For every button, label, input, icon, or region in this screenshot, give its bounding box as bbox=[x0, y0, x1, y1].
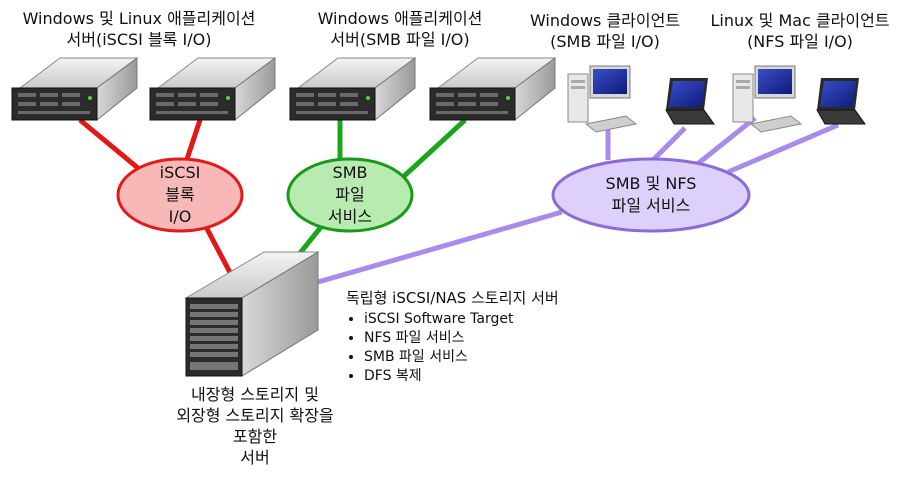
storage-feature-item: SMB 파일 서비스 bbox=[364, 348, 559, 367]
storage-feature-item: NFS 파일 서비스 bbox=[364, 329, 559, 348]
storage-label-line: 외장형 스토리지 확장을 bbox=[176, 406, 334, 425]
rack-server-4 bbox=[429, 57, 557, 122]
link-lines bbox=[78, 116, 839, 285]
group-label-line: Windows 애플리케이션 bbox=[317, 9, 483, 28]
nfs-link-client-3 bbox=[693, 116, 757, 168]
hub-label-line: 서비스 bbox=[327, 207, 373, 226]
group-label-linux-mac-clients: Linux 및 Mac 클라이언트 (NFS 파일 I/O) bbox=[697, 10, 903, 52]
nfs-link-storage bbox=[317, 209, 563, 285]
iscsi-hub-label: iSCSI 블록 I/O bbox=[130, 162, 230, 228]
group-label-line: 서버(SMB 파일 I/O) bbox=[330, 30, 470, 49]
iscsi-hub-ellipse bbox=[116, 157, 244, 233]
laptop-client-2 bbox=[816, 78, 866, 125]
group-label-win-linux-servers: Windows 및 Linux 애플리케이션 서버(iSCSI 블록 I/O) bbox=[4, 8, 274, 50]
group-label-line: Windows 및 Linux 애플리케이션 bbox=[22, 9, 256, 28]
group-label-win-app-servers: Windows 애플리케이션 서버(SMB 파일 I/O) bbox=[312, 8, 488, 50]
iscsi-link-server-2 bbox=[182, 119, 203, 166]
laptop-client-1 bbox=[665, 78, 715, 125]
smb-nfs-hub-ellipse bbox=[551, 157, 751, 233]
group-label-line: 서버(iSCSI 블록 I/O) bbox=[66, 30, 212, 49]
rack-server-1 bbox=[11, 57, 139, 122]
desktop-client-1 bbox=[567, 65, 638, 133]
hub-label-line: 블록 bbox=[165, 185, 195, 204]
group-label-line: (NFS 파일 I/O) bbox=[747, 32, 853, 51]
hub-label-line: iSCSI bbox=[159, 163, 201, 182]
group-label-line: Linux 및 Mac 클라이언트 bbox=[710, 11, 890, 30]
hub-label-line: I/O bbox=[168, 207, 192, 226]
storage-feature-item: DFS 복제 bbox=[364, 367, 559, 386]
rack-server-2 bbox=[149, 57, 277, 122]
smb-nfs-hub-label: SMB 및 NFS 파일 서비스 bbox=[571, 173, 731, 217]
group-label-line: (SMB 파일 I/O) bbox=[550, 32, 660, 51]
storage-feature-list: iSCSI Software Target NFS 파일 서비스 SMB 파일 … bbox=[346, 310, 559, 386]
storage-server-label: 내장형 스토리지 및 외장형 스토리지 확장을 포함한 서버 bbox=[140, 384, 370, 468]
storage-label-line: 내장형 스토리지 및 bbox=[191, 385, 319, 404]
smb-hub-ellipse bbox=[286, 157, 414, 233]
desktop-client-2 bbox=[732, 65, 803, 133]
group-label-line: Windows 클라이언트 bbox=[529, 11, 681, 30]
nfs-link-client-4 bbox=[727, 122, 839, 175]
storage-description: 독립형 iSCSI/NAS 스토리지 서버 iSCSI Software Tar… bbox=[346, 289, 559, 386]
smb-hub-label: SMB 파일 서비스 bbox=[300, 162, 400, 228]
storage-label-line: 포함한 bbox=[232, 427, 278, 446]
hub-label-line: 파일 bbox=[335, 185, 365, 204]
hub-label-line: SMB 및 NFS bbox=[605, 174, 697, 193]
storage-label-line: 서버 bbox=[240, 448, 270, 467]
hub-label-line: SMB bbox=[332, 163, 368, 182]
nfs-link-client-2 bbox=[648, 126, 687, 165]
hub-label-line: 파일 서비스 bbox=[611, 196, 691, 215]
smb-link-server-2 bbox=[400, 118, 467, 180]
storage-server bbox=[184, 251, 320, 377]
storage-title: 독립형 iSCSI/NAS 스토리지 서버 bbox=[346, 289, 559, 307]
rack-server-3 bbox=[289, 57, 417, 122]
group-label-win-clients: Windows 클라이언트 (SMB 파일 I/O) bbox=[515, 10, 695, 52]
storage-feature-item: iSCSI Software Target bbox=[364, 310, 559, 329]
